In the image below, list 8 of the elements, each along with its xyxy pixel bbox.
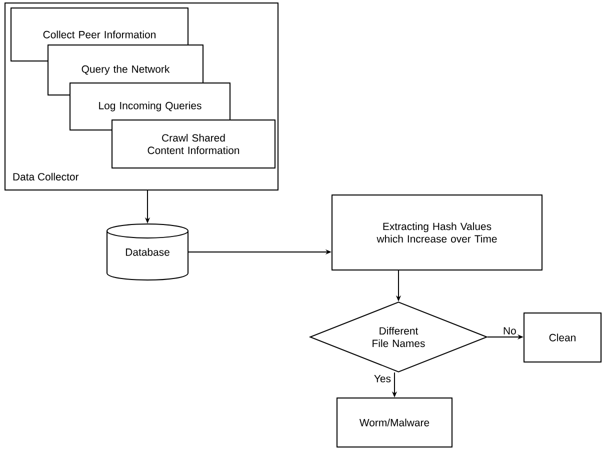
edge-label: No — [502, 326, 518, 336]
process-box: Clean — [524, 312, 602, 362]
edge-label: Yes — [372, 374, 392, 384]
database-cylinder: Database — [106, 224, 188, 280]
node-label: Database — [126, 248, 170, 256]
process-box: Worm/Malware — [336, 398, 452, 448]
process-box: Extracting Hash Values which Increase over Time — [332, 194, 542, 270]
process-box: Crawl Shared Content Information — [112, 120, 276, 168]
